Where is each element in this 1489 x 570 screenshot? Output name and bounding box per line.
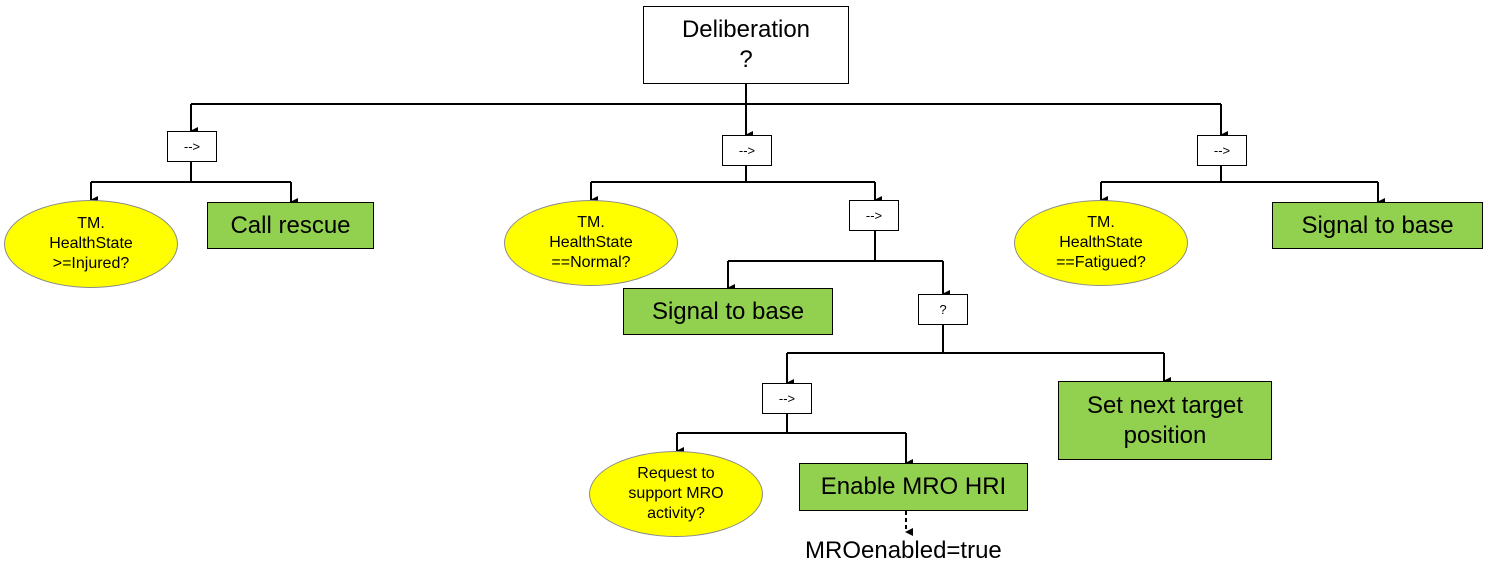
enable-mro-hri-label: Enable MRO HRI [820, 473, 1007, 500]
left-sequence-label: --> [183, 139, 201, 154]
signal-to-base-middle-label: Signal to base [651, 297, 805, 325]
root-title: Deliberation [681, 16, 811, 43]
left-condition-node: TM. HealthState >=Injured? [4, 200, 178, 288]
sub-sequence-node: --> [762, 383, 812, 414]
request-condition-text: Request to support MRO activity? [628, 465, 724, 522]
request-condition-node: Request to support MRO activity? [589, 451, 763, 537]
sub-sequence-label: --> [778, 391, 796, 406]
call-rescue-action: Call rescue [207, 202, 374, 249]
root-selector-symbol: ? [739, 46, 753, 73]
right-sequence-node: --> [1197, 135, 1247, 166]
fallback-label: ? [939, 302, 947, 317]
left-sequence-node: --> [167, 131, 217, 162]
right-condition-text: TM. HealthState ==Fatigued? [1056, 214, 1146, 271]
signal-to-base-middle-action: Signal to base [623, 288, 833, 335]
right-sequence-label: --> [1213, 143, 1231, 158]
inner-sequence-node: --> [849, 200, 899, 231]
fallback-node: ? [918, 294, 968, 325]
set-next-target-action: Set next target position [1058, 381, 1272, 460]
enable-mro-hri-action: Enable MRO HRI [799, 463, 1028, 511]
mro-enabled-result: MROenabled=true [805, 537, 1002, 564]
signal-to-base-right-action: Signal to base [1272, 202, 1483, 249]
set-next-target-label: Set next target position [1086, 391, 1244, 449]
root-selector-node: Deliberation ? [643, 6, 849, 84]
right-condition-node: TM. HealthState ==Fatigued? [1014, 200, 1188, 286]
call-rescue-label: Call rescue [230, 211, 351, 239]
middle-condition-node: TM. HealthState ==Normal? [504, 200, 678, 286]
middle-sequence-label: --> [738, 143, 756, 158]
left-condition-text: TM. HealthState >=Injured? [49, 215, 133, 272]
middle-sequence-node: --> [722, 135, 772, 166]
middle-condition-text: TM. HealthState ==Normal? [549, 214, 633, 271]
signal-to-base-right-label: Signal to base [1301, 211, 1454, 239]
inner-sequence-label: --> [865, 208, 883, 223]
